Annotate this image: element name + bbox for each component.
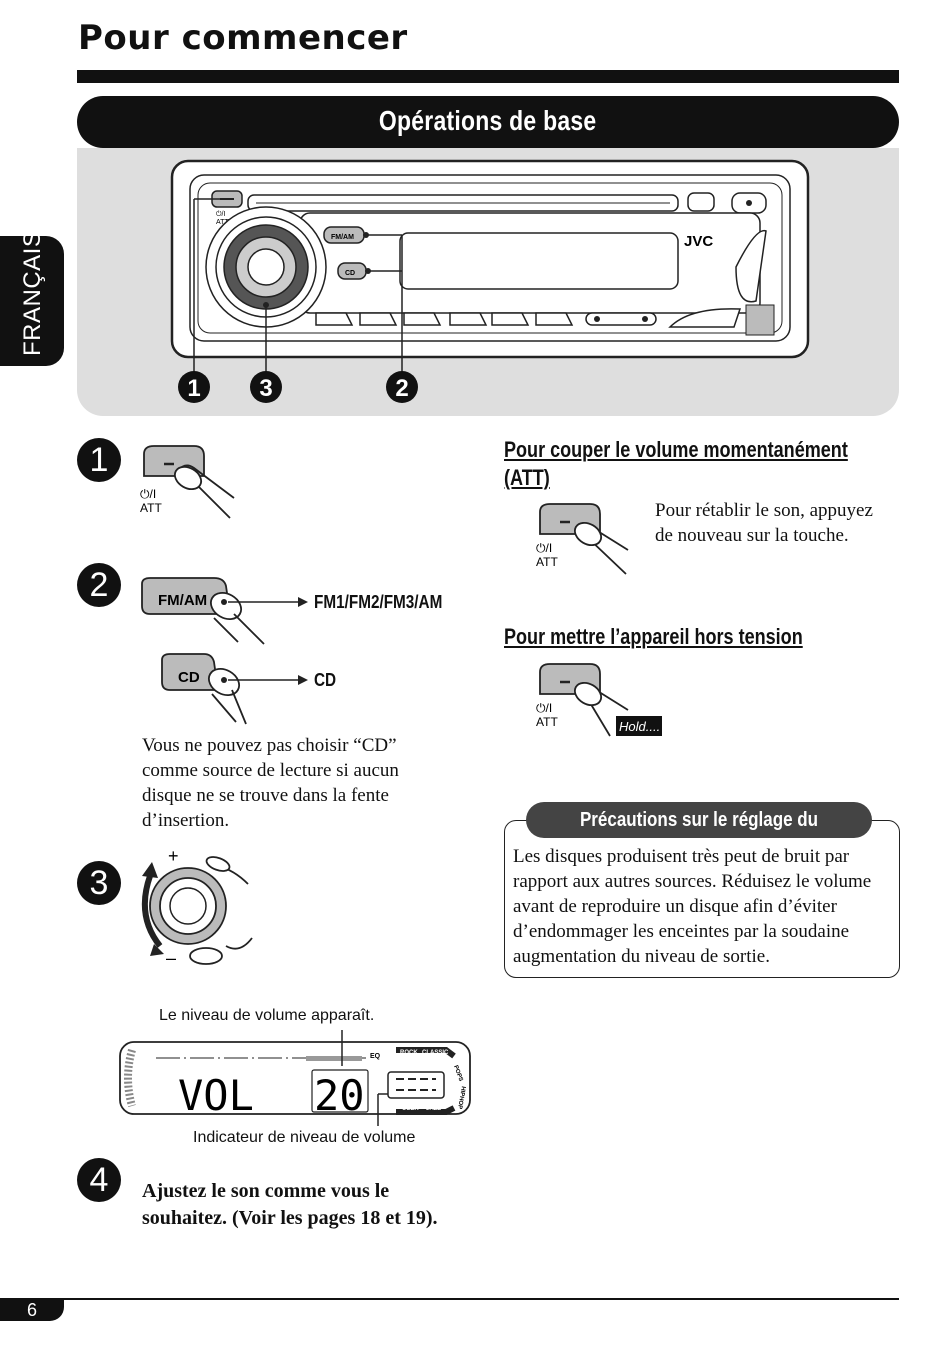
display-jazz-label: JAZZ bbox=[426, 1106, 441, 1112]
step-2-buttons-illustration: FM/AM CD bbox=[141, 577, 308, 725]
display-hiphop-label: HIPHOP bbox=[456, 1086, 466, 1110]
language-tab bbox=[0, 236, 64, 366]
off-button-illustration: ⏻/I ATT Hold.... bbox=[536, 663, 662, 737]
radio-illustration: ⏻/I ATT JVC FM/AM CD 1 3 2 bbox=[170, 159, 810, 403]
step-4-number: 4 bbox=[77, 1158, 121, 1202]
step-2-fmam-button-label: FM/AM bbox=[158, 592, 207, 609]
section-banner: Opérations de base bbox=[77, 96, 899, 148]
display-vol-value: 20 bbox=[314, 1071, 365, 1120]
off-power-label: ⏻/I bbox=[536, 701, 552, 715]
hold-label: Hold.... bbox=[619, 719, 660, 734]
step-3-knob-illustration: + – bbox=[141, 846, 253, 968]
step-1-att-label: ATT bbox=[140, 501, 162, 515]
section-title: Opérations de base bbox=[379, 105, 597, 136]
att-text: Pour rétablir le son, appuyez de nouveau… bbox=[655, 500, 873, 546]
title-rule bbox=[77, 70, 899, 83]
display-caption-bottom: Indicateur de niveau de volume bbox=[193, 1129, 416, 1146]
radio-fmam-label: FM/AM bbox=[331, 234, 354, 241]
volume-display-illustration: VOL 20 EQ ROCK CLASSIC POPS HIPHOP USER … bbox=[119, 1030, 471, 1126]
page-number: 6 bbox=[0, 1299, 64, 1321]
step-2-fmam-result: FM1/FM2/FM3/AM bbox=[314, 592, 443, 612]
att-power-label: ⏻/I bbox=[536, 541, 552, 555]
step-1-power-label: ⏻/I bbox=[140, 487, 156, 501]
radio-brand: JVC bbox=[684, 233, 713, 250]
caution-title: Précautions sur le réglage du volume: bbox=[579, 809, 819, 867]
display-vol-text: VOL bbox=[178, 1071, 254, 1120]
step-1-power-button-illustration: ⏻/I ATT bbox=[140, 445, 235, 519]
display-eq-label: EQ bbox=[370, 1053, 381, 1060]
display-rock-label: ROCK bbox=[400, 1050, 418, 1056]
page-title: Pour commencer bbox=[78, 18, 408, 58]
footer-rule bbox=[0, 1298, 899, 1300]
step-1-number: 1 bbox=[77, 438, 121, 482]
radio-att-label: ATT bbox=[216, 219, 229, 226]
step-3-plus: + bbox=[168, 846, 179, 866]
svg-text:2: 2 bbox=[395, 375, 408, 402]
step-2-cd-button-label: CD bbox=[178, 669, 200, 686]
off-att-label: ATT bbox=[536, 715, 558, 729]
att-heading: Pour couper le volume momentanément (ATT… bbox=[504, 436, 865, 492]
step-4-text: Ajustez le son comme vous le souhaitez. … bbox=[142, 1180, 438, 1229]
step-2-note: Vous ne pouvez pas choisir “CD” comme so… bbox=[142, 735, 399, 831]
display-caption-top: Le niveau de volume apparaît. bbox=[159, 1007, 375, 1024]
display-classic-label: CLASSIC bbox=[422, 1050, 449, 1056]
caution-title-pill: Précautions sur le réglage du volume: bbox=[526, 802, 872, 867]
step-2-cd-result: CD bbox=[314, 670, 337, 690]
step-2-number: 2 bbox=[77, 563, 121, 607]
display-user-label: USER bbox=[402, 1106, 419, 1112]
step-3-number: 3 bbox=[77, 861, 121, 905]
svg-text:3: 3 bbox=[259, 375, 272, 402]
att-att-label: ATT bbox=[536, 555, 558, 569]
language-label: FRANÇAIS bbox=[19, 230, 46, 356]
att-heading-text: Pour couper le volume momentanément (ATT… bbox=[504, 437, 848, 490]
off-heading: Pour mettre l’appareil hors tension bbox=[504, 624, 803, 649]
radio-cd-label: CD bbox=[345, 270, 355, 277]
step-3-minus: – bbox=[166, 948, 176, 968]
display-pops-label: POPS bbox=[452, 1065, 463, 1083]
svg-text:1: 1 bbox=[187, 375, 200, 402]
caution-text: Les disques produisent très peut de brui… bbox=[513, 846, 872, 967]
att-button-illustration: ⏻/I ATT bbox=[536, 503, 629, 575]
radio-power-label: ⏻/I bbox=[216, 210, 225, 218]
